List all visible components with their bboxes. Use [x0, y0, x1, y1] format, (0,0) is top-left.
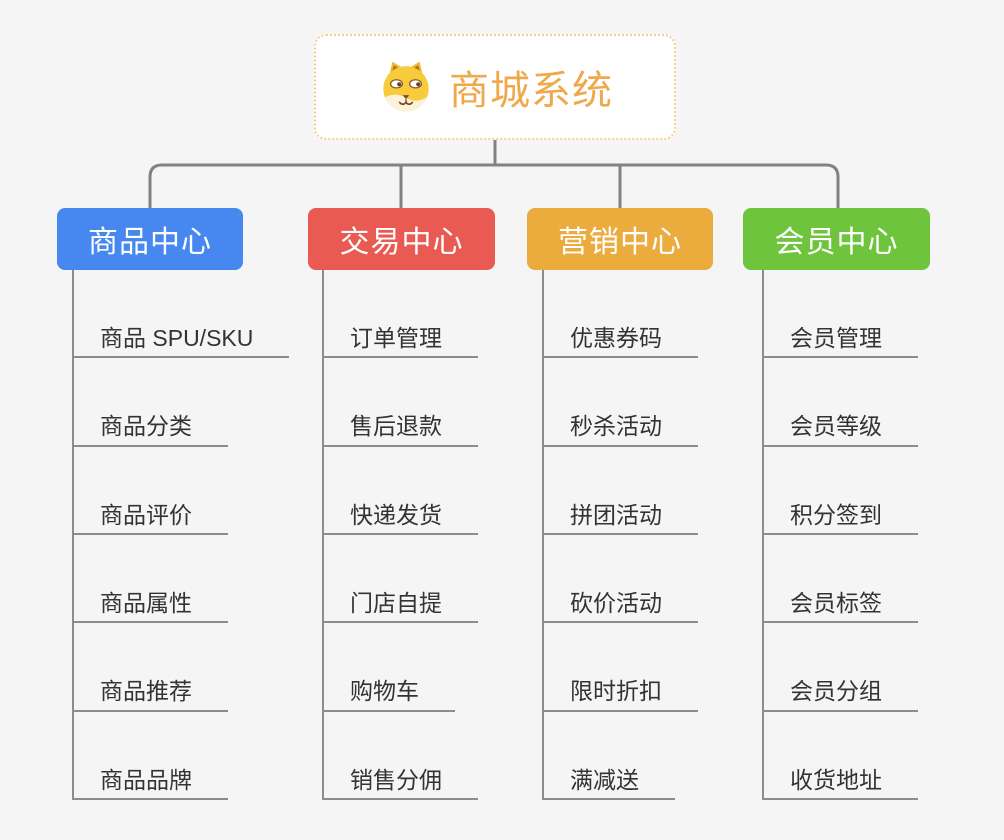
branch-item[interactable]: 商品品牌: [72, 711, 228, 800]
branch-header-label: 营销中心: [558, 226, 682, 259]
branch-header-label: 交易中心: [339, 226, 464, 259]
branch-header-label: 商品中心: [88, 226, 212, 259]
branch-item[interactable]: 拼团活动: [542, 446, 698, 535]
branch-item[interactable]: 积分签到: [762, 446, 918, 535]
branch-item[interactable]: 商品分类: [72, 358, 228, 447]
branch-item[interactable]: 购物车: [322, 623, 455, 712]
branch-item[interactable]: 会员分组: [762, 623, 918, 712]
branch-item[interactable]: 商品评价: [72, 446, 228, 535]
dog-face-icon: [377, 58, 435, 116]
branch-bar-line: [148, 163, 840, 208]
branch-items-product: 商品 SPU/SKU 商品分类 商品评价 商品属性 商品推荐 商品品牌: [72, 270, 290, 800]
branch-item[interactable]: 收货地址: [762, 711, 918, 800]
branch-item[interactable]: 会员标签: [762, 534, 918, 624]
branch-header-label: 会员中心: [774, 226, 899, 259]
branch-item[interactable]: 商品推荐: [72, 623, 228, 712]
branch-item[interactable]: 订单管理: [322, 270, 478, 359]
branch-item[interactable]: 优惠券码: [542, 270, 698, 359]
branch-header-member[interactable]: 会员中心: [743, 208, 930, 270]
branch-item[interactable]: 快递发货: [322, 446, 478, 535]
branch-items-trade: 订单管理 售后退款 快递发货 门店自提 购物车 销售分佣: [322, 270, 478, 800]
branch-item[interactable]: 会员管理: [762, 270, 918, 359]
branch-header-product[interactable]: 商品中心: [57, 208, 243, 270]
branch-item[interactable]: 销售分佣: [322, 711, 478, 800]
branch-item[interactable]: 售后退款: [322, 358, 478, 447]
root-node[interactable]: 商城系统: [314, 34, 676, 140]
branch-item[interactable]: 砍价活动: [542, 534, 698, 624]
branch-item[interactable]: 商品 SPU/SKU: [72, 270, 290, 359]
branch-item[interactable]: 秒杀活动: [542, 358, 698, 447]
branch-header-marketing[interactable]: 营销中心: [527, 208, 713, 270]
branch-item[interactable]: 商品属性: [72, 534, 228, 624]
branch-items-member: 会员管理 会员等级 积分签到 会员标签 会员分组 收货地址: [762, 270, 918, 800]
branch-item[interactable]: 满减送: [542, 711, 675, 800]
branch-items-marketing: 优惠券码 秒杀活动 拼团活动 砍价活动 限时折扣 满减送: [542, 270, 698, 800]
branch-item[interactable]: 会员等级: [762, 358, 918, 447]
branch-item[interactable]: 限时折扣: [542, 623, 698, 712]
root-title: 商城系统: [449, 69, 613, 113]
branch-item[interactable]: 门店自提: [322, 534, 478, 624]
branch-header-trade[interactable]: 交易中心: [308, 208, 495, 270]
